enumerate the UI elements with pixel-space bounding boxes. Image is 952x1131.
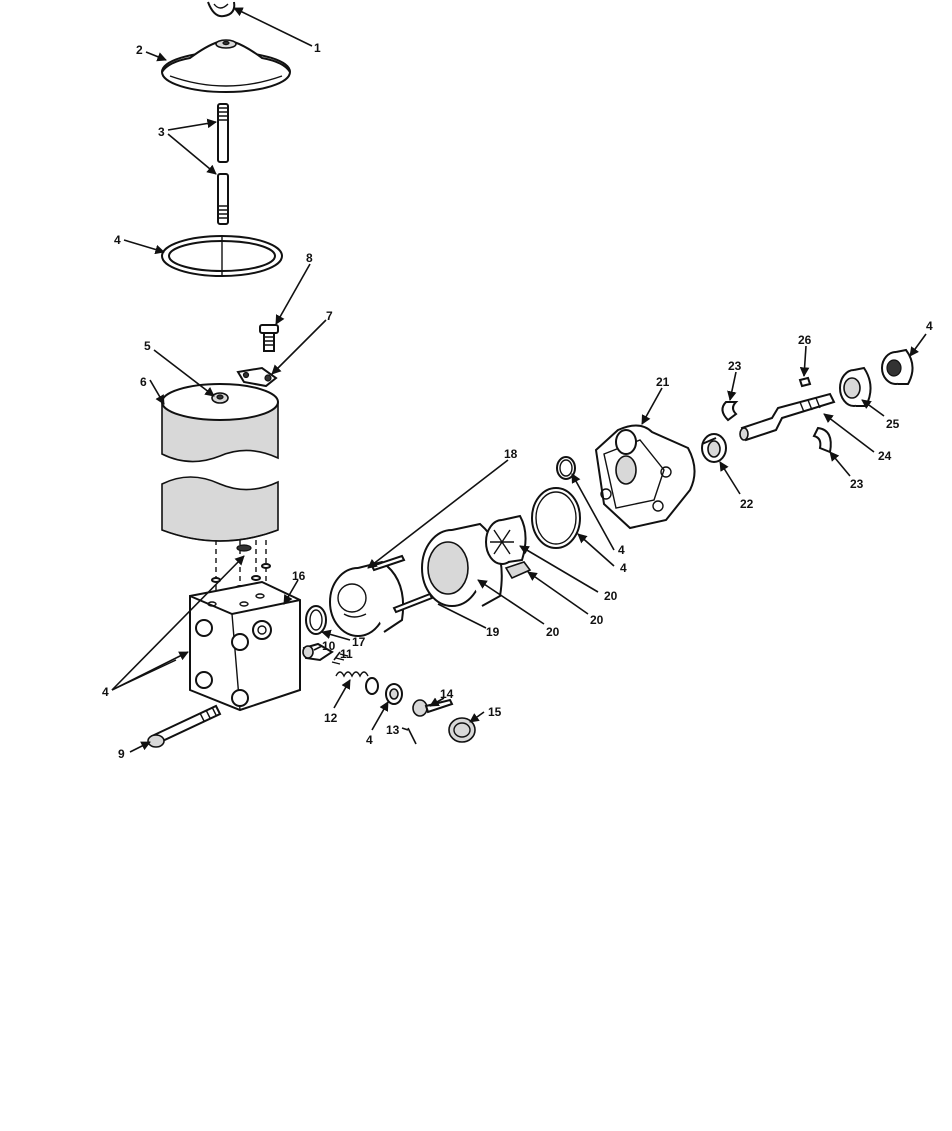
- part-26-key: [798, 376, 812, 388]
- part-24-shaft: [739, 392, 836, 442]
- part-4-shaft-seal: [881, 348, 914, 385]
- part-5-nut: [211, 392, 229, 404]
- callout-9: 9: [118, 747, 125, 761]
- callout-15: 15: [488, 705, 502, 719]
- callout-8: 8: [306, 251, 313, 265]
- part-4-large-o-ring: [531, 487, 581, 549]
- callout-20-cam: 20: [546, 625, 560, 639]
- callout-2: 2: [136, 43, 143, 57]
- part-2-cover: [161, 39, 291, 93]
- callout-4-seal: 4: [366, 733, 373, 747]
- part-23-key-upper: [721, 401, 739, 422]
- part-19-pins: [370, 554, 487, 629]
- callout-21: 21: [656, 375, 670, 389]
- callout-5: 5: [144, 339, 151, 353]
- callout-14: 14: [440, 687, 454, 701]
- callout-26: 26: [798, 333, 812, 347]
- callout-23-lower: 23: [850, 477, 864, 491]
- callout-3: 3: [158, 125, 165, 139]
- part-25-bearing: [839, 366, 872, 407]
- callout-16: 16: [292, 569, 306, 583]
- part-20-rotor: [485, 514, 527, 565]
- callout-11: 11: [340, 647, 353, 661]
- part-15-knob: [448, 717, 476, 743]
- part-16-pump-body: [189, 580, 301, 712]
- callout-labels: 1 2 3 4 8 7 5 6 16 4 9 17 10 11 12 4 13 …: [102, 41, 933, 761]
- callout-6: 6: [140, 375, 147, 389]
- part-4-gasket-ring: [161, 235, 283, 277]
- callout-4-small-ring: 4: [618, 543, 625, 557]
- callout-4-lower-left: 4: [102, 685, 109, 699]
- callout-1: 1: [314, 41, 321, 55]
- callout-4-gasket: 4: [114, 233, 121, 247]
- callout-22: 22: [740, 497, 754, 511]
- part-20-vane: [504, 561, 532, 580]
- part-17-o-ring: [305, 605, 327, 635]
- callout-7: 7: [326, 309, 333, 323]
- part-8-bolt: [259, 324, 279, 352]
- part-9-long-bolt: [147, 704, 222, 748]
- callout-12: 12: [324, 711, 338, 725]
- leader-lines: [111, 7, 927, 753]
- callout-10: 10: [322, 639, 336, 653]
- callout-20-rotor: 20: [604, 589, 618, 603]
- part-3-studs: [217, 103, 229, 225]
- part-1-fitting: [207, 1, 236, 18]
- callout-18: 18: [504, 447, 518, 461]
- part-11-spring-seat: [331, 653, 349, 665]
- part-4-small-o-ring: [556, 456, 576, 480]
- part-23-key-lower: [812, 426, 832, 454]
- part-13-pin: [407, 727, 417, 745]
- callout-4-right: 4: [926, 319, 933, 333]
- callout-13: 13: [386, 723, 400, 737]
- part-21-housing: [594, 424, 696, 530]
- part-4-seal-washer: [385, 683, 403, 705]
- callout-25: 25: [886, 417, 900, 431]
- part-12-spring: [335, 671, 379, 695]
- callout-24: 24: [878, 449, 892, 463]
- part-22-bearing: [701, 433, 727, 463]
- part-6-canister: [161, 383, 279, 542]
- part-7-clip: [236, 366, 278, 388]
- part-10-valve: [302, 642, 334, 662]
- callout-4-large-ring: 4: [620, 561, 627, 575]
- callout-17: 17: [352, 635, 366, 649]
- callout-20-vane: 20: [590, 613, 604, 627]
- callout-23-upper: 23: [728, 359, 742, 373]
- part-18-end-plate: [329, 560, 405, 637]
- callout-19: 19: [486, 625, 500, 639]
- part-14-plunger: [412, 698, 454, 717]
